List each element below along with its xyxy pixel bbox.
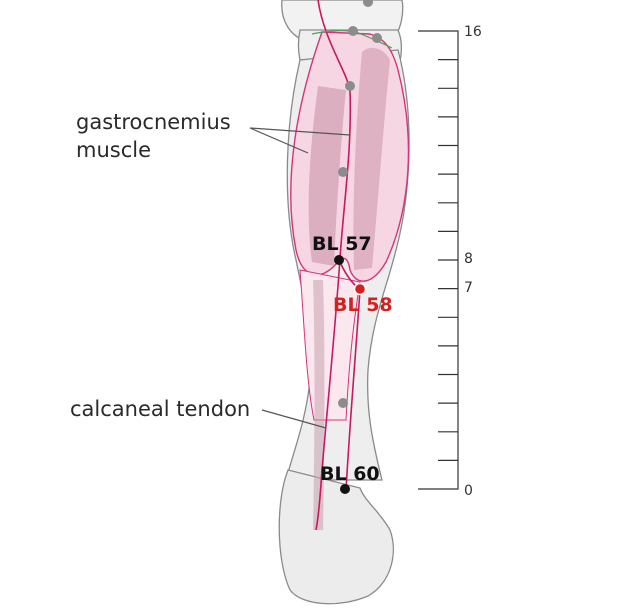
gastrocnemius-label: gastrocnemius: [76, 110, 231, 134]
muscle-label: muscle: [76, 138, 151, 162]
bl58-point: [353, 282, 367, 296]
calcaneal-tendon-label: calcaneal tendon: [70, 397, 250, 421]
bl60-label: BL 60: [320, 463, 380, 485]
calcaneal-tendon: [313, 279, 325, 531]
scale-label-7: 7: [464, 280, 473, 296]
scale-label-8: 8: [464, 251, 473, 267]
measurement-scale: [418, 30, 459, 490]
bl58-label: BL 58: [333, 294, 393, 316]
scale-label-16: 16: [464, 24, 482, 40]
bl57-point: [334, 255, 344, 265]
bl57-label: BL 57: [312, 233, 372, 255]
bl60-point: [340, 484, 350, 494]
gastrocnemius-muscle: [290, 31, 410, 421]
reference-points: [338, 0, 382, 408]
scale-label-0: 0: [464, 483, 473, 499]
leader-lines: [249, 127, 351, 429]
